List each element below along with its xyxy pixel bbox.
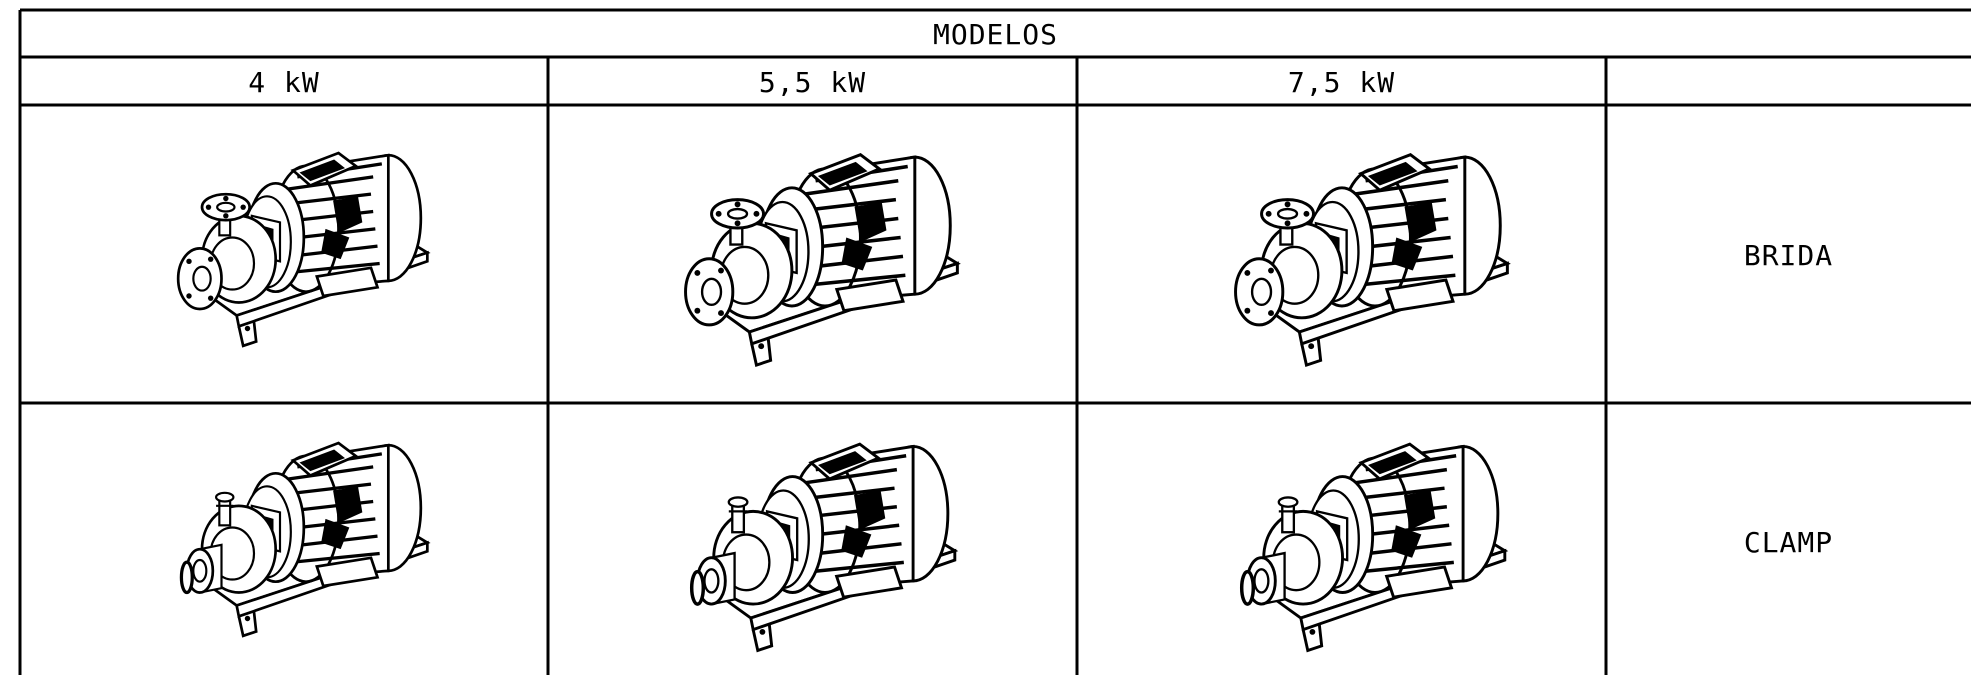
- column-header-5-5kw: 5,5 kW: [758, 66, 867, 99]
- clamp-pump-7-5kw-icon: [1205, 414, 1545, 669]
- row-label-brida: BRIDA: [1743, 239, 1834, 272]
- flange-pump-7-5kw-icon: [1205, 124, 1545, 384]
- flange-pump-4kw-icon: [176, 124, 436, 364]
- table-title: MODELOS: [932, 18, 1058, 51]
- flange-pump-5-5kw-icon: [650, 124, 1000, 384]
- column-header-4kw: 4 kW: [248, 66, 320, 99]
- column-header-7-5kw: 7,5 kW: [1287, 66, 1396, 99]
- row-label-clamp: CLAMP: [1743, 526, 1834, 559]
- clamp-pump-4kw-icon: [176, 414, 436, 654]
- clamp-pump-5-5kw-icon: [650, 414, 1000, 669]
